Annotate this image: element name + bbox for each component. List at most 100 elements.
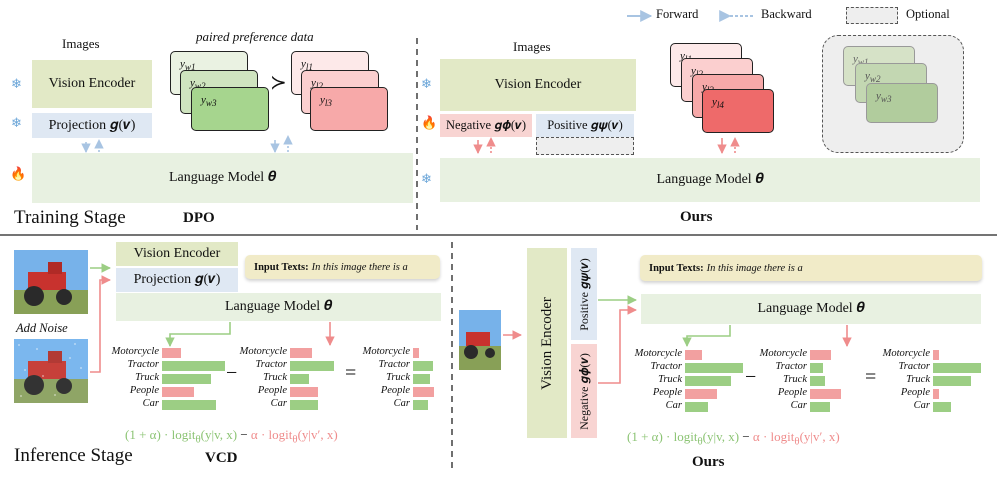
bar-motorcycle xyxy=(810,350,831,360)
snowflake-icon: ❄ xyxy=(11,76,22,91)
tractor-image xyxy=(14,250,88,314)
bar-tractor xyxy=(162,361,225,371)
snowflake-icon: ❄ xyxy=(421,171,432,186)
bar-label: Motorcycle xyxy=(239,346,287,357)
bar-label: Tractor xyxy=(775,361,807,372)
bar-truck xyxy=(933,376,971,386)
vcd-minus: − xyxy=(226,362,238,384)
bar-label: Motorcycle xyxy=(882,348,930,359)
bar-label: Motorcycle xyxy=(634,348,682,359)
bar-label: People xyxy=(777,387,807,398)
ours-images-label: Images xyxy=(513,39,551,54)
noisy-tractor-image xyxy=(14,339,88,403)
ours-equals: = xyxy=(865,366,877,388)
bar-truck xyxy=(413,374,430,384)
ours-inference-positive: Positive 𝒈𝝍(𝒗) xyxy=(571,248,597,340)
legend-forward-label: Forward xyxy=(656,7,699,21)
bar-label: Car xyxy=(790,400,807,411)
bar-truck xyxy=(810,376,825,386)
ours-positive-projection: Positive 𝒈𝝍(𝒗) xyxy=(536,114,634,137)
bar-label: Truck xyxy=(386,372,410,383)
bar-people xyxy=(290,387,318,397)
bar-label: Truck xyxy=(783,374,807,385)
bar-label: Truck xyxy=(658,374,682,385)
bar-tractor xyxy=(413,361,433,371)
bar-people xyxy=(810,389,841,399)
vcd-projection: Projection 𝒈(𝒗) xyxy=(116,268,238,292)
bar-motorcycle xyxy=(685,350,702,360)
bar-car xyxy=(413,400,428,410)
bar-tractor xyxy=(290,361,334,371)
ours-inference-language-model: Language Model 𝜽 xyxy=(641,294,981,324)
win-card-3: yw3 xyxy=(191,87,269,131)
ours-formula: (1 + α) · logitθ(y|v, x) − α · logitθ(y|… xyxy=(627,429,840,448)
ours-lose-card-4: yl4 xyxy=(702,89,774,133)
bar-label: Tractor xyxy=(255,359,287,370)
dpo-projection: Projection 𝒈(𝒗) xyxy=(32,113,152,138)
bar-motorcycle xyxy=(413,348,419,358)
bar-motorcycle xyxy=(290,348,312,358)
bar-label: Motorcycle xyxy=(362,346,410,357)
add-noise-label: Add Noise xyxy=(16,321,68,335)
ours-win-card-3: yw3 xyxy=(866,83,938,123)
bar-label: Motorcycle xyxy=(111,346,159,357)
bar-label: Car xyxy=(913,400,930,411)
ours-training-title: Ours xyxy=(680,209,713,225)
bar-label: Tractor xyxy=(127,359,159,370)
snowflake-icon: ❄ xyxy=(421,76,432,91)
bar-car xyxy=(685,402,708,412)
training-stage-label: Training Stage xyxy=(14,207,126,228)
bar-car xyxy=(290,400,318,410)
vcd-vision-encoder: Vision Encoder xyxy=(116,242,238,266)
dpo-title: DPO xyxy=(183,210,215,226)
bar-label: Truck xyxy=(135,372,159,383)
lose-card-3: yl3 xyxy=(310,87,388,131)
vcd-language-model: Language Model 𝜽 xyxy=(116,293,441,321)
bar-label: Tractor xyxy=(378,359,410,370)
bar-tractor xyxy=(810,363,823,373)
bar-label: Tractor xyxy=(898,361,930,372)
preference-symbol: ≻ xyxy=(270,72,287,94)
bar-people xyxy=(933,389,939,399)
legend-backward-label: Backward xyxy=(761,7,812,21)
vcd-formula: (1 + α) · logitθ(y|v, x) − α · logitθ(y|… xyxy=(125,427,338,446)
ours-minus: − xyxy=(745,366,757,388)
bar-people xyxy=(685,389,717,399)
ours-input-texts: Input Texts:In this image there is a xyxy=(640,255,982,281)
ours-language-model: Language Model 𝜽 xyxy=(440,158,980,202)
fire-icon: 🔥 xyxy=(421,115,438,130)
bar-label: Car xyxy=(665,400,682,411)
bar-label: People xyxy=(129,385,159,396)
bar-label: Truck xyxy=(906,374,930,385)
dpo-images-label: Images xyxy=(62,36,100,51)
bar-label: Motorcycle xyxy=(759,348,807,359)
ours-inference-negative: Negative 𝒈𝝓(𝒗) xyxy=(571,344,597,438)
ours-vision-encoder: Vision Encoder xyxy=(440,59,636,111)
bar-people xyxy=(413,387,434,397)
bar-car xyxy=(810,402,830,412)
ours-inference-vision-encoder: Vision Encoder xyxy=(527,248,567,438)
bar-label: People xyxy=(652,387,682,398)
ours-negative-projection: Negative 𝒈𝝓(𝒗) xyxy=(440,114,532,137)
snowflake-icon: ❄ xyxy=(11,115,22,130)
bar-tractor xyxy=(933,363,981,373)
bar-car xyxy=(933,402,951,412)
bar-label: Truck xyxy=(263,372,287,383)
vcd-equals: = xyxy=(345,362,357,384)
bar-truck xyxy=(290,374,309,384)
legend-optional-label: Optional xyxy=(906,7,950,21)
bar-label: Tractor xyxy=(650,361,682,372)
bar-motorcycle xyxy=(162,348,181,358)
bar-motorcycle xyxy=(933,350,939,360)
bar-label: Car xyxy=(142,398,159,409)
bar-label: Car xyxy=(270,398,287,409)
ours-inference-title: Ours xyxy=(692,454,725,470)
ours-tractor-image xyxy=(459,310,501,370)
vcd-input-texts: Input Texts:In this image there is a xyxy=(245,255,440,279)
bar-label: Car xyxy=(393,398,410,409)
bar-truck xyxy=(162,374,211,384)
fire-icon: 🔥 xyxy=(10,166,27,181)
optional-positive-box xyxy=(536,137,634,155)
inference-stage-label: Inference Stage xyxy=(14,445,133,466)
vcd-title: VCD xyxy=(205,450,238,466)
